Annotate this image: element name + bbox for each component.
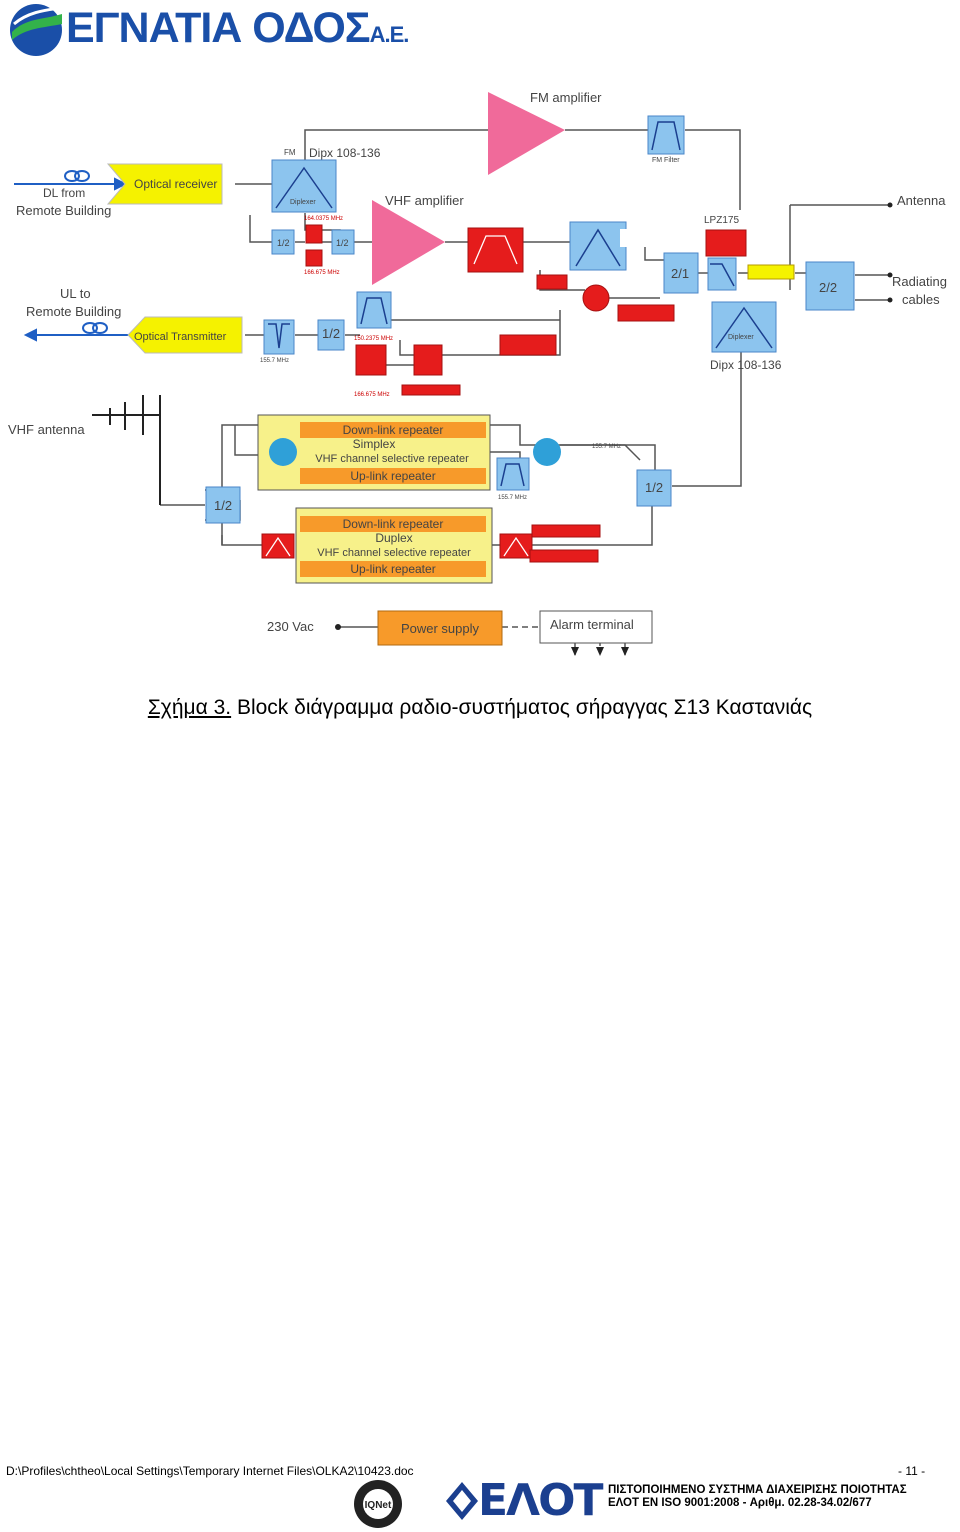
- ul-to-label: UL to: [60, 286, 91, 301]
- half-2-label: 1/2: [336, 238, 349, 248]
- duplex-ul-repeater-label: Up-link repeater: [350, 562, 435, 576]
- vhf-antenna-label: VHF antenna: [8, 422, 85, 437]
- svg-text:IQNet: IQNet: [365, 1500, 392, 1511]
- two-one-label: 2/1: [671, 266, 689, 281]
- figure-caption-text: Block διάγραμμα ραδιο-συστήματος σήραγγα…: [231, 696, 813, 719]
- optical-receiver-label: Optical receiver: [134, 177, 217, 191]
- dipx-top-label: Dipx 108-136: [309, 146, 381, 160]
- freq-a-label: 164.0375 MHz: [304, 216, 343, 222]
- dl-from-label: DL from: [43, 186, 85, 200]
- freq-d-label: 150.2375 MHz: [354, 336, 393, 342]
- alarm-terminal-label: Alarm terminal: [550, 617, 634, 632]
- half-4-label: 1/2: [214, 498, 232, 513]
- half-3-label: 1/2: [322, 326, 340, 341]
- half-5-label: 1/2: [645, 480, 663, 495]
- egnatia-logo-text: ΕΓΝΑΤΙΑ ΟΔΟΣΑ.Ε.: [66, 4, 409, 52]
- simplex-ul-repeater-label: Up-link repeater: [350, 469, 435, 483]
- footer-page-number: - 11 -: [898, 1464, 926, 1478]
- egnatia-logo-mark: [10, 4, 62, 56]
- simplex-selective-label: VHF channel selective repeater: [315, 453, 469, 465]
- freq-c-label: 155.7 MHz: [260, 358, 289, 364]
- optical-transmitter-label: Optical Transmitter: [134, 331, 227, 343]
- duplex-selective-label: VHF channel selective repeater: [317, 547, 471, 559]
- vac-label: 230 Vac: [267, 619, 314, 634]
- figure-caption-label: Σχήμα 3.: [147, 696, 232, 719]
- freq-f-label: 155.7 MHz: [592, 444, 621, 450]
- simplex-label: Simplex: [353, 437, 396, 451]
- figure-caption: Σχήμα 3. Block διάγραμμα ραδιο-συστήματο…: [0, 696, 960, 720]
- remote-building-dl-label: Remote Building: [16, 203, 111, 218]
- dipx-bottom-label: Dipx 108-136: [710, 358, 782, 372]
- freq-g-label: 155.7 MHz: [498, 495, 527, 501]
- two-two-label: 2/2: [819, 280, 837, 295]
- simplex-dl-repeater-label: Down-link repeater: [343, 423, 444, 437]
- power-supply-label: Power supply: [401, 621, 480, 636]
- footer-certification-line-1: ΠΙΣΤΟΠΟΙΗΜΕΝΟ ΣΥΣΤΗΜΑ ΔΙΑΧΕΙΡΙΣΗΣ ΠΟΙΟΤΗ…: [608, 1484, 907, 1496]
- iqnet-logo: IQNet: [354, 1480, 402, 1528]
- elot-logo-text: ΕΛΟΤ: [478, 1475, 604, 1526]
- fm-filter-label: FM Filter: [652, 157, 680, 164]
- freq-b-label: 166.675 MHz: [304, 270, 340, 276]
- fm-amplifier-label: FM amplifier: [530, 90, 602, 105]
- diplexer-bottom-label: Diplexer: [728, 334, 754, 341]
- lpz175-label: LPZ175: [704, 215, 739, 226]
- freq-e-label: 166.675 MHz: [354, 392, 390, 398]
- footer-file-path: D:\Profiles\chtheo\Local Settings\Tempor…: [6, 1464, 414, 1478]
- half-1-label: 1/2: [277, 238, 290, 248]
- antenna-label: Antenna: [897, 193, 946, 208]
- fm-label: FM: [284, 148, 296, 157]
- radiating-label: Radiating: [892, 274, 947, 289]
- cables-label: cables: [902, 292, 940, 307]
- duplex-dl-repeater-label: Down-link repeater: [343, 517, 444, 531]
- diplexer-top-label: Diplexer: [290, 199, 316, 206]
- duplex-label: Duplex: [375, 531, 412, 545]
- elot-logo-mark: [446, 1482, 478, 1520]
- remote-building-ul-label: Remote Building: [26, 304, 121, 319]
- vhf-amplifier-label: VHF amplifier: [385, 193, 464, 208]
- block-diagram: FM amplifier FM Dipx 108-136 FM Filter A…: [8, 90, 947, 656]
- footer-certification-line-2: ΕΛΟΤ ΕΝ ISO 9001:2008 - Αριθμ. 02.28-34.…: [608, 1497, 872, 1509]
